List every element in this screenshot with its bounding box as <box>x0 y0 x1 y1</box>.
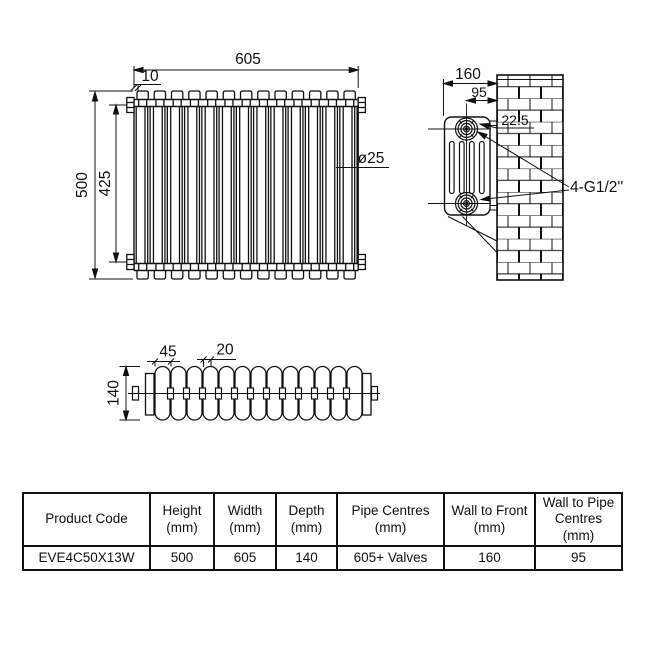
wall-bracket-tabs <box>126 96 367 271</box>
radiator-section <box>170 90 186 280</box>
col-header-width: Width (mm) <box>213 491 277 548</box>
cell-wall-to-pipe-centres: 95 <box>534 545 623 572</box>
dim-wall-to-front-label: 160 <box>455 66 481 83</box>
spec-table-data-row: EVE4C50X13W 500 605 140 605+ Valves 160 … <box>22 545 623 572</box>
radiator-section <box>290 90 307 280</box>
radiator-side-profile <box>443 116 498 253</box>
col-header-product-code: Product Code <box>22 491 151 548</box>
cell-pipe-centres: 605+ Valves <box>336 545 445 572</box>
plan-right-cap <box>361 372 372 416</box>
col-header-depth: Depth (mm) <box>275 491 338 548</box>
cell-width: 605 <box>213 545 277 572</box>
radiator-headers <box>133 98 359 272</box>
dim-section-gap-label: 20 <box>216 342 234 359</box>
plan-left-cap <box>144 372 155 416</box>
radiator-section <box>152 90 169 280</box>
spec-table-header-row: Product Code Height (mm) Width (mm) Dept… <box>22 491 623 548</box>
front-view: 605 10 500 425 ø25 <box>74 51 389 280</box>
centre-lines <box>428 103 491 226</box>
front-dimensions <box>89 66 389 280</box>
dim-depth-label: 140 <box>106 380 123 406</box>
col-header-height: Height (mm) <box>149 491 215 548</box>
radiator-section <box>325 90 341 280</box>
dim-bracket-offset-side-label: 22.5 <box>501 112 528 128</box>
col-header-wall-to-front: Wall to Front (mm) <box>443 491 536 548</box>
dim-tapping-centres-label: 425 <box>97 171 114 197</box>
spec-table: Product Code Height (mm) Width (mm) Dept… <box>22 491 623 572</box>
cell-height: 500 <box>149 545 215 572</box>
col-header-wall-to-pipe-centres: Wall to Pipe Centres (mm) <box>534 491 623 548</box>
technical-drawing: 605 10 500 425 ø25 <box>74 51 623 421</box>
plan-dimensions <box>119 356 236 421</box>
dim-section-width-label: 45 <box>159 344 176 361</box>
cell-product-code: EVE4C50X13W <box>22 545 151 572</box>
dim-column-diameter-label: ø25 <box>358 150 385 167</box>
side-view: 160 95 22.5 4-G1/2'' <box>428 66 623 281</box>
radiator-section <box>187 90 203 280</box>
radiator-front-body <box>126 90 367 280</box>
radiator-section <box>135 90 151 280</box>
side-dimensions <box>443 79 570 203</box>
plan-view: 140 45 20 <box>106 342 380 421</box>
radiator-section <box>204 90 220 280</box>
radiator-section <box>256 90 272 280</box>
radiator-section <box>239 90 255 280</box>
dim-height-label: 500 <box>74 172 91 198</box>
dim-bracket-offset-label: 10 <box>141 68 159 85</box>
radiator-section <box>342 90 358 280</box>
support-leaders <box>447 216 498 253</box>
bracket-links <box>490 120 497 211</box>
radiator-section <box>273 90 289 280</box>
brick-wall <box>496 74 564 281</box>
dim-width-label: 605 <box>235 51 261 68</box>
tapping-size-label: 4-G1/2'' <box>570 179 623 196</box>
radiator-section <box>221 90 238 280</box>
cell-wall-to-front: 160 <box>443 545 536 572</box>
dim-wall-to-pipe-label: 95 <box>471 84 487 100</box>
cell-depth: 140 <box>275 545 338 572</box>
col-header-pipe-centres: Pipe Centres (mm) <box>336 491 445 548</box>
radiator-section <box>308 90 324 280</box>
radiator-plan-body <box>128 365 380 421</box>
